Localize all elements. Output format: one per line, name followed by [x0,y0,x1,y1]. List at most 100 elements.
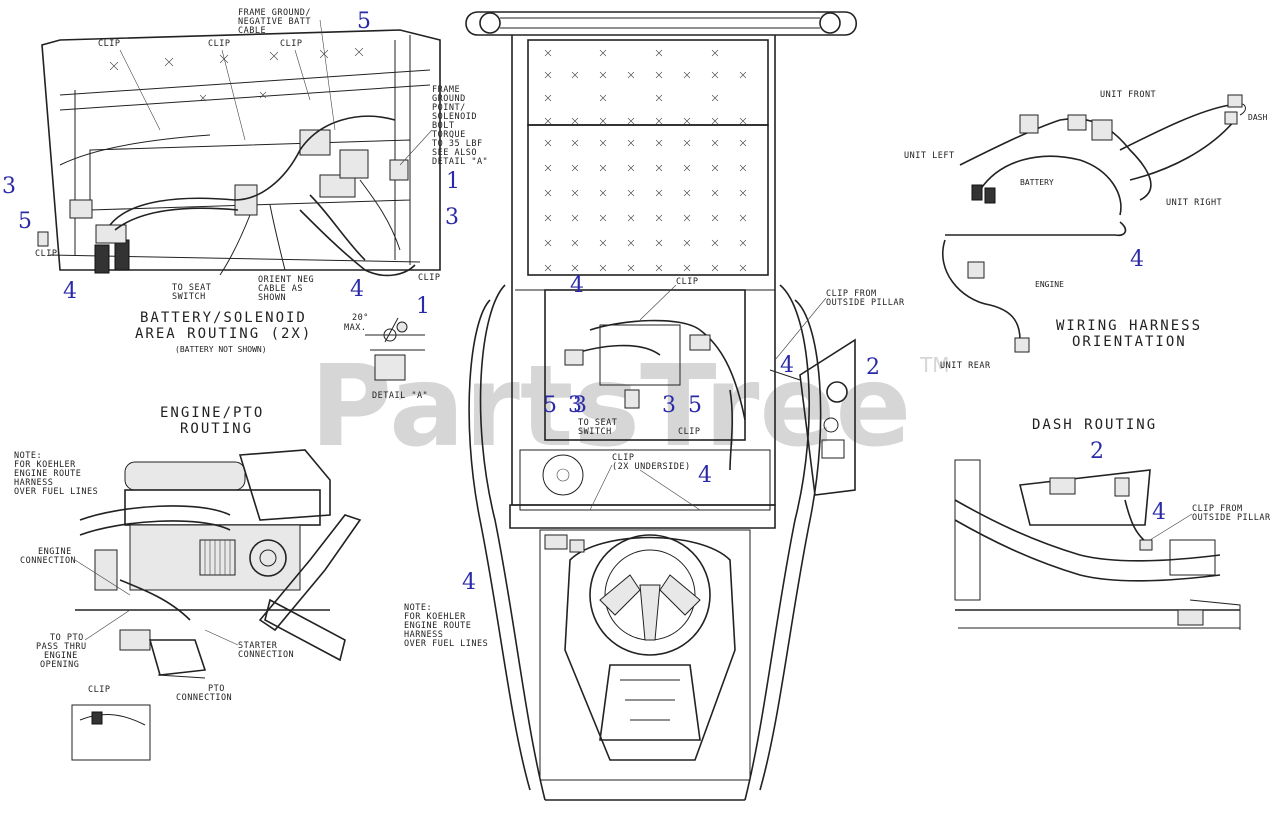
wiring-harness-drawing [942,94,1246,353]
callout-number: 2 [866,355,880,380]
engine-note-5: OVER FUEL LINES [14,487,98,497]
battery-clip-5: CLIP [418,273,440,283]
engine-clip-label: CLIP [88,685,110,695]
harness-battery-label: BATTERY [1020,178,1054,187]
callout-number: 4 [1130,247,1144,272]
deck-hole-mark [571,71,579,79]
callout-number: 4 [63,279,77,304]
deck-hole-mark [655,164,663,172]
callout-number: 2 [1090,439,1104,464]
deck-hole-mark [627,264,635,272]
deck-hole-mark [655,94,663,102]
center-clip-mid: CLIP [678,427,700,437]
center-note-2: FOR KOEHLER [404,612,466,622]
deck-hole-mark [655,264,663,272]
deck-hole-mark [655,139,663,147]
harness-section-title: WIRING HARNESS [1056,318,1202,334]
center-clip-under-2: (2X UNDERSIDE) [612,462,691,472]
dash-clip-from-1: CLIP FROM [1192,504,1243,514]
angle-label-1: 20° [352,313,369,323]
deck-hole-mark [683,139,691,147]
battery-section-title: BATTERY/SOLENOID [140,310,307,326]
deck-hole-mark [571,239,579,247]
callout-number: 4 [350,277,364,302]
orient-label-1: ORIENT NEG [258,275,314,285]
deck-hole-mark [711,264,719,272]
center-note-5: OVER FUEL LINES [404,639,488,649]
fg-point-label-6: TORQUE [432,130,466,140]
deck-hole-mark [599,94,607,102]
deck-hole-mark [544,117,552,125]
deck-hole-mark [739,264,747,272]
to-seat-label-2: SWITCH [172,292,206,302]
center-chassis-drawing [465,11,858,801]
battery-section-subtitle: (BATTERY NOT SHOWN) [175,345,267,354]
harness-unit-right: UNIT RIGHT [1166,198,1222,208]
deck-hole-mark [739,189,747,197]
engine-connection-label-2: CONNECTION [20,556,76,566]
harness-engine-label: ENGINE [1035,280,1064,289]
battery-clip-4: CLIP [35,249,57,259]
fg-point-label-4: SOLENOID [432,112,477,122]
deck-hole-mark [655,49,663,57]
callout-number: 3 [2,174,16,199]
center-note-1: NOTE: [404,603,432,613]
callout-number: 1 [446,169,460,194]
fg-point-label-9: DETAIL "A" [432,157,488,167]
pto-pass-label-4: OPENING [40,660,79,670]
deck-hole-mark [544,214,552,222]
harness-dash-label: DASH [1248,113,1267,122]
engine-note-3: ENGINE ROUTE [14,469,81,479]
pto-pass-label-2: PASS THRU [36,642,87,652]
engine-pto-drawing [71,449,362,761]
deck-hole-mark [544,71,552,79]
deck-hole-mark [571,214,579,222]
deck-hole-mark [655,71,663,79]
harness-unit-front: UNIT FRONT [1100,90,1156,100]
fg-point-label-2: GROUND [432,94,466,104]
center-to-seat-2: SWITCH [578,427,612,437]
deck-hole-mark [683,189,691,197]
dash-clip-from-2: OUTSIDE PILLAR [1192,513,1271,523]
deck-hole-mark [599,189,607,197]
deck-hole-mark [544,94,552,102]
deck-hole-mark [711,164,719,172]
engine-section-title-2: ROUTING [180,421,253,437]
callout-number: 5 [357,9,371,34]
pto-pass-label-1: TO PTO [50,633,84,643]
frame-ground-label-2: NEGATIVE BATT [238,17,311,27]
deck-hole-mark [627,214,635,222]
callout-number: 5 [543,393,557,418]
harness-section-title-2: ORIENTATION [1072,334,1187,350]
deck-hole-mark [599,117,607,125]
battery-clip-1: CLIP [98,39,120,49]
deck-hole-mark [739,214,747,222]
deck-hole-mark [683,239,691,247]
deck-hole-mark [599,139,607,147]
deck-hole-mark [739,239,747,247]
callout-number: 4 [698,463,712,488]
center-clip-from-2: OUTSIDE PILLAR [826,298,905,308]
orient-label-2: CABLE AS [258,284,303,294]
deck-hole-mark [739,117,747,125]
starter-label-1: STARTER [238,641,278,651]
callout-number: 3 [573,393,587,418]
callout-number: 4 [780,353,794,378]
engine-note-2: FOR KOEHLER [14,460,76,470]
callout-number: 1 [416,294,430,319]
detail-a-label: DETAIL "A" [372,391,428,401]
frame-ground-label-1: FRAME GROUND/ [238,8,311,18]
center-note-3: ENGINE ROUTE [404,621,471,631]
engine-note-1: NOTE: [14,451,42,461]
fg-point-label-5: BOLT [432,121,454,131]
deck-hole-mark [599,164,607,172]
callout-number: 3 [568,393,582,418]
deck-hole-mark [627,71,635,79]
deck-hole-mark [739,164,747,172]
callout-number: 4 [1152,500,1166,525]
deck-hole-mark [711,71,719,79]
deck-hole-mark [711,214,719,222]
pto-connection-label-1: PTO [208,684,225,694]
dash-routing-drawing [954,459,1241,630]
harness-unit-rear: UNIT REAR [940,361,991,371]
